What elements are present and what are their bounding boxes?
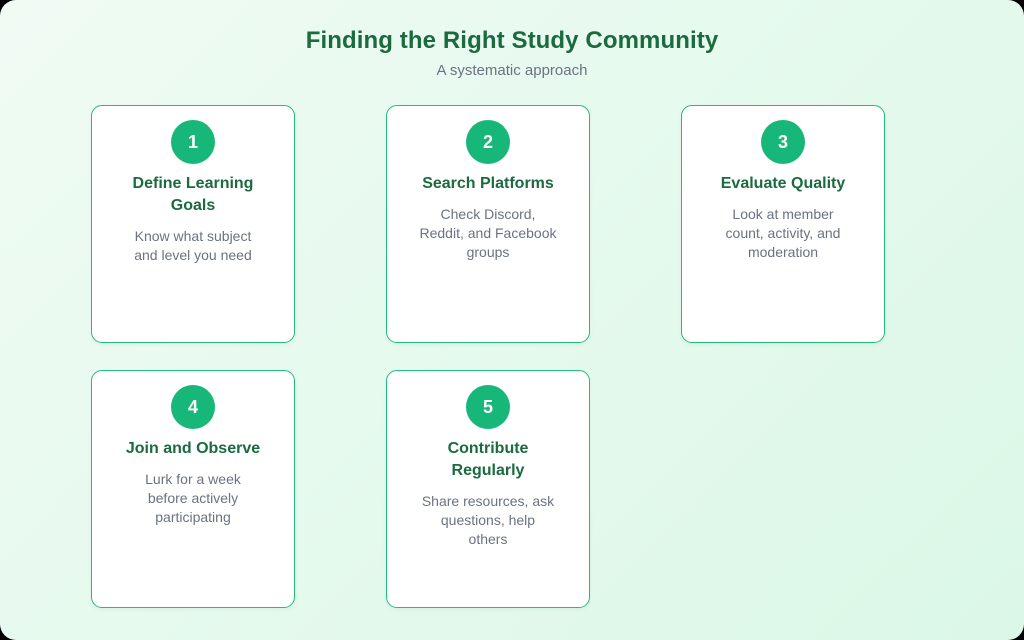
- step-number-badge: 1: [171, 120, 215, 164]
- page-subtitle: A systematic approach: [436, 62, 588, 79]
- step-title: Define Learning Goals: [132, 175, 254, 214]
- step-card-2: 2 Search Platforms Check Discord, Reddit…: [386, 105, 590, 343]
- step-card-4: 4 Join and Observe Lurk for a week befor…: [91, 370, 295, 608]
- step-title: Contribute Regularly: [447, 440, 529, 479]
- step-number-badge: 4: [171, 385, 215, 429]
- step-title: Evaluate Quality: [720, 175, 846, 192]
- step-card-3: 3 Evaluate Quality Look at member count,…: [681, 105, 885, 343]
- step-description: Check Discord, Reddit, and Facebook grou…: [419, 206, 557, 260]
- step-card-5: 5 Contribute Regularly Share resources, …: [386, 370, 590, 608]
- steps-grid: 1 Define Learning Goals Know what subjec…: [91, 105, 885, 608]
- step-number-badge: 2: [466, 120, 510, 164]
- step-number-badge: 3: [761, 120, 805, 164]
- header: Finding the Right Study Community A syst…: [0, 27, 1024, 80]
- step-title: Search Platforms: [422, 175, 554, 192]
- page-title: Finding the Right Study Community: [305, 27, 719, 54]
- step-title: Join and Observe: [125, 440, 261, 457]
- step-description: Share resources, ask questions, help oth…: [421, 493, 555, 547]
- step-number-badge: 5: [466, 385, 510, 429]
- step-card-1: 1 Define Learning Goals Know what subjec…: [91, 105, 295, 343]
- step-description: Know what subject and level you need: [134, 228, 252, 263]
- step-description: Lurk for a week before actively particip…: [145, 471, 241, 525]
- step-description: Look at member count, activity, and mode…: [725, 206, 841, 260]
